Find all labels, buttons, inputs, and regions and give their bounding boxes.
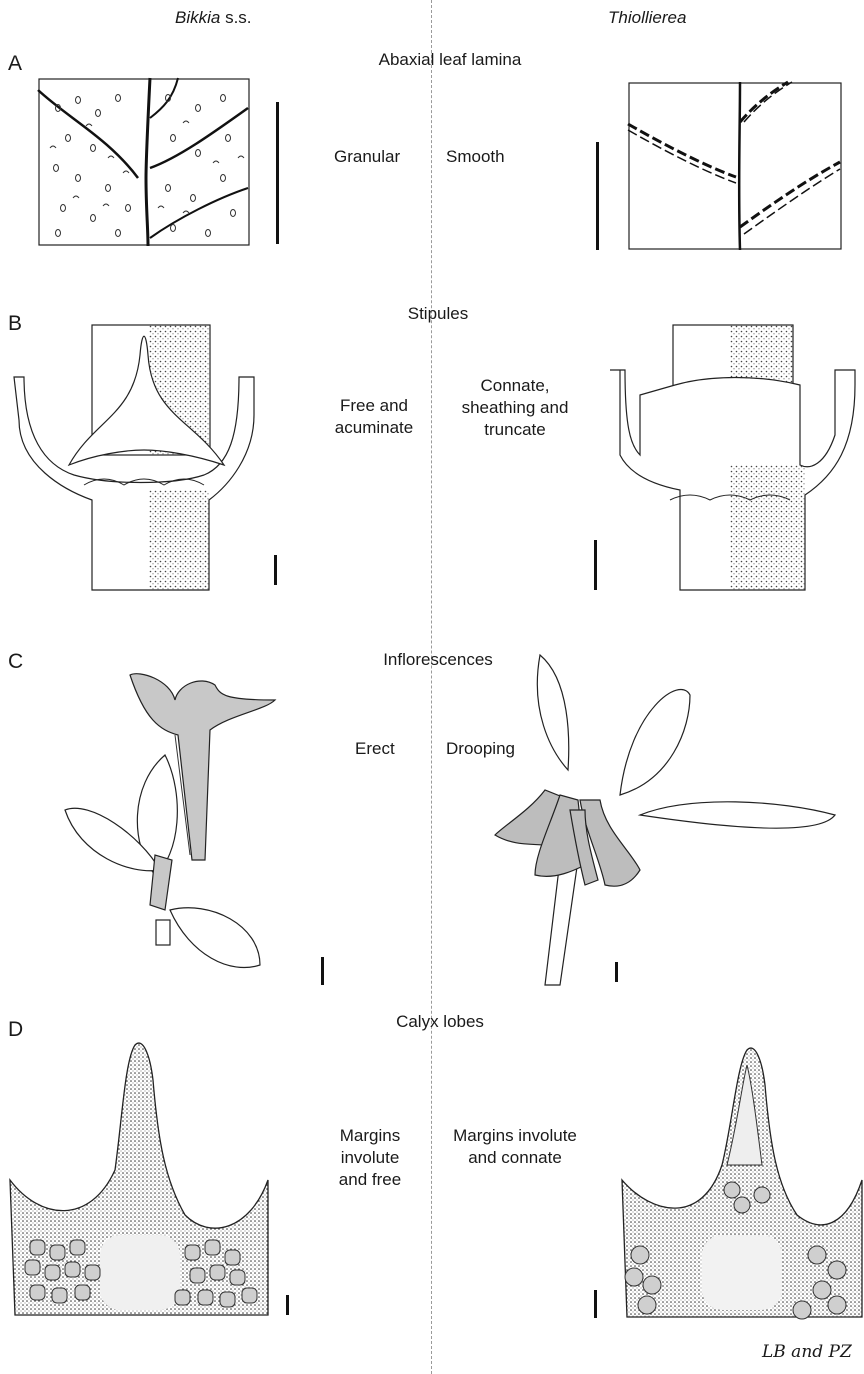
panel-d-title: Calyx lobes [290,1012,590,1032]
panel-b-title: Stipules [288,304,588,324]
drooping-inflorescence-illustration [490,650,840,990]
panel-letter-d: D [8,1018,23,1042]
panel-a-right-trait: Smooth [446,146,505,168]
center-divider [431,0,432,1374]
connate-calyx-lobe-illustration [622,1045,862,1320]
panel-d-left-scale-bar [286,1295,289,1315]
right-column-header: Thiollierea [608,8,686,28]
panel-d-left-trait: Margins involute and free [335,1125,405,1191]
panel-b-right-trait: Connate, sheathing and truncate [450,375,580,441]
smooth-lamina-illustration [628,82,842,250]
left-genus-name: Bikkia [175,8,220,27]
panel-c-left-scale-bar [321,957,324,985]
panel-d-right-trait: Margins involute and connate [450,1125,580,1169]
erect-inflorescence-illustration [60,675,290,975]
panel-a-left-trait: Granular [334,146,400,168]
left-genus-suffix: s.s. [220,8,251,27]
panel-b-left-scale-bar [274,555,277,585]
panel-letter-c: C [8,650,23,674]
panel-d-right-scale-bar [594,1290,597,1318]
panel-c-left-trait: Erect [355,738,395,760]
granular-lamina-illustration [38,78,250,246]
panel-letter-a: A [8,52,22,76]
panel-b-right-scale-bar [594,540,597,590]
panel-c-right-scale-bar [615,962,618,982]
illustrator-signature: LB and PZ [762,1342,852,1362]
free-acuminate-stipule-illustration [14,325,254,590]
panel-a-right-scale-bar [596,142,599,250]
connate-sheathing-stipule-illustration [610,325,860,590]
panel-a-title: Abaxial leaf lamina [300,50,600,70]
panel-a-left-scale-bar [276,102,279,244]
free-calyx-lobe-illustration [10,1040,268,1320]
panel-b-left-trait: Free and acuminate [334,395,414,439]
left-column-header: Bikkia s.s. [175,8,252,28]
